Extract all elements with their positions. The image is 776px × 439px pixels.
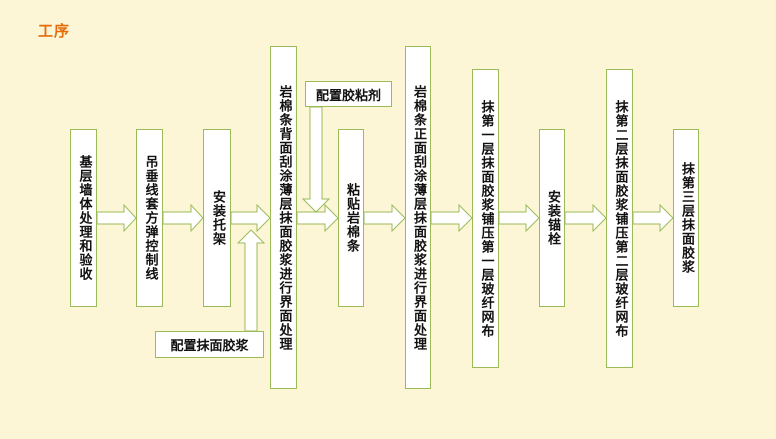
- arrow-5-6: [363, 203, 406, 233]
- step-label-4: 岩棉条背面刮涂薄层抹面胶浆进行界面处理: [276, 84, 292, 351]
- step-label-5: 粘贴岩棉条: [344, 183, 359, 253]
- step-box-7: 抹第一层抹面胶浆铺压第一层玻纤网布: [472, 69, 499, 368]
- arrow-9-10: [632, 203, 674, 233]
- page-title: 工序: [38, 22, 71, 40]
- step-box-9: 抹第二层抹面胶浆铺压第二层玻纤网布: [606, 69, 633, 368]
- step-label-2: 吊垂线套方弹控制线: [142, 155, 158, 281]
- arrow-6-7: [430, 203, 473, 233]
- step-label-1: 基层墙体处理和验收: [76, 155, 92, 281]
- step-box-1: 基层墙体处理和验收: [70, 129, 97, 307]
- arrow-7-8: [498, 203, 540, 233]
- step-label-8: 安装锚栓: [545, 190, 560, 246]
- step-box-6: 岩棉条正面刮涂薄层抹面胶浆进行界面处理: [405, 46, 431, 389]
- step-label-3: 安装托架: [210, 190, 225, 246]
- step-label-9: 抹第二层抹面胶浆铺压第二层玻纤网布: [612, 99, 628, 338]
- prep-mortar-box: 配置抹面胶浆: [155, 331, 264, 358]
- arrow-4-5: [296, 203, 339, 233]
- step-box-10: 抹第三层抹面胶浆: [673, 129, 699, 307]
- step-box-5: 粘贴岩棉条: [338, 129, 364, 307]
- step-label-7: 抹第一层抹面胶浆铺压第一层玻纤网布: [478, 99, 494, 338]
- prep-mortar-label: 配置抹面胶浆: [170, 339, 249, 354]
- arrow-prep-adhesive: [301, 106, 331, 213]
- arrow-prep-mortar: [236, 229, 266, 332]
- prep-adhesive-label: 配置胶粘剂: [315, 88, 381, 104]
- step-box-3: 安装托架: [203, 129, 231, 307]
- step-box-4: 岩棉条背面刮涂薄层抹面胶浆进行界面处理: [270, 46, 297, 389]
- step-label-10: 抹第三层抹面胶浆: [679, 162, 694, 274]
- arrow-1-2: [96, 203, 137, 233]
- step-box-2: 吊垂线套方弹控制线: [136, 129, 163, 307]
- step-label-6: 岩棉条正面刮涂薄层抹面胶浆进行界面处理: [411, 84, 426, 351]
- arrow-8-9: [564, 203, 607, 233]
- arrow-2-3: [162, 203, 204, 233]
- prep-adhesive-box: 配置胶粘剂: [305, 81, 392, 107]
- arrow-3-4: [230, 203, 271, 233]
- step-box-8: 安装锚栓: [539, 129, 565, 307]
